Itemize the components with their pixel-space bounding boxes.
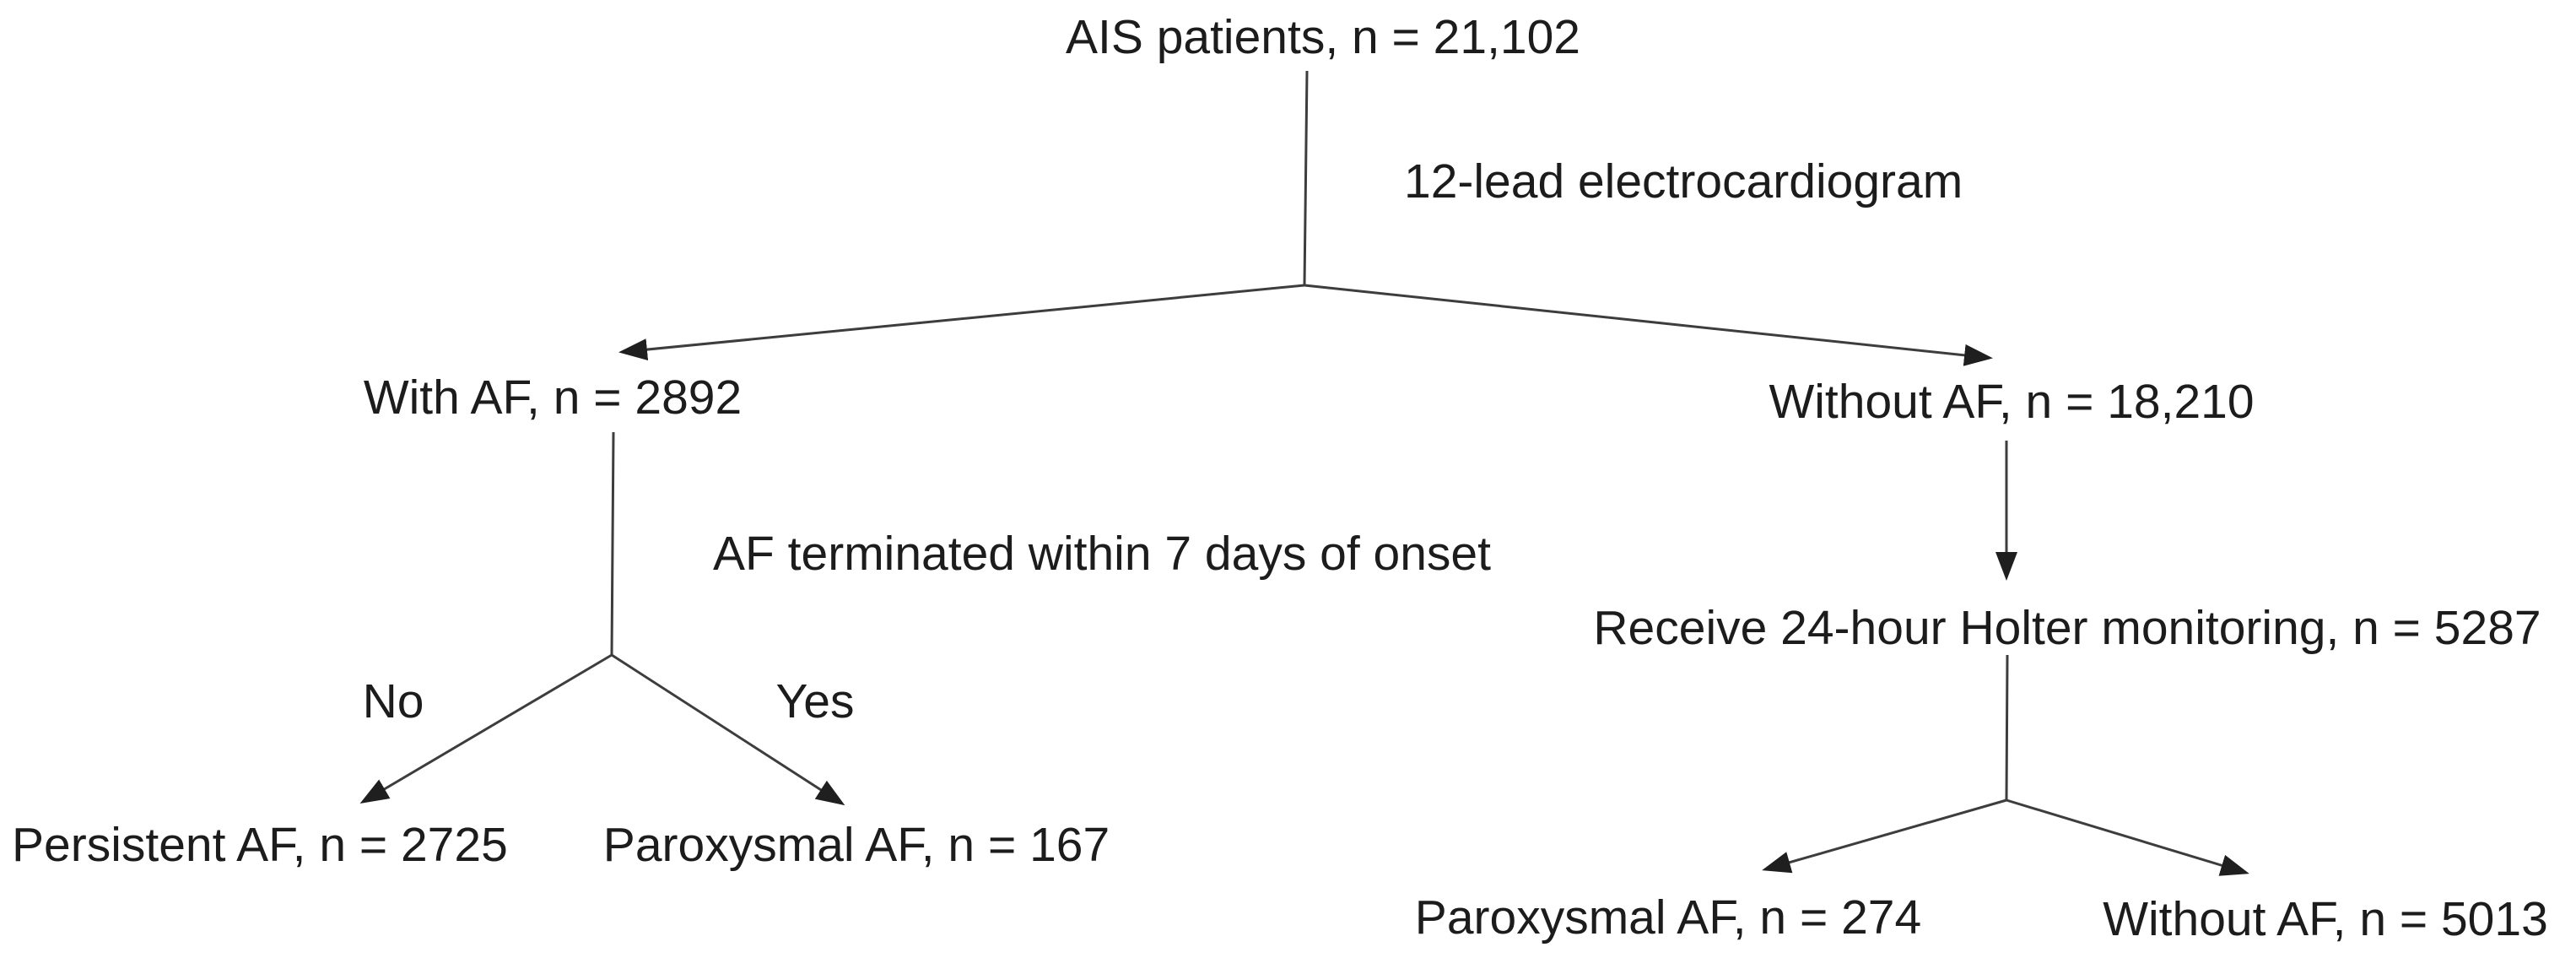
node-without-af: Without AF, n = 18,210 (1769, 374, 2255, 429)
node-paroxysmal-af-ecg: Paroxysmal AF, n = 167 (602, 817, 1110, 872)
edge-root-stem (1303, 70, 1309, 286)
node-with-af: With AF, n = 2892 (363, 370, 743, 425)
edge-holter-to-paroxysmal (1762, 798, 2007, 874)
edge-holter-stem (2005, 654, 2009, 801)
label-branch-yes: Yes (775, 674, 855, 728)
node-holter: Receive 24-hour Holter monitoring, n = 5… (1593, 600, 2541, 655)
node-paroxysmal-af-holter: Paroxysmal AF, n = 274 (1414, 890, 1922, 944)
edge-with-af-stem (610, 431, 615, 656)
label-branch-no: No (362, 674, 424, 728)
node-root: AIS patients, n = 21,102 (1065, 9, 1581, 64)
edge-root-to-without-af (1304, 284, 1993, 366)
annotation-ecg: 12-lead electrocardiogram (1404, 154, 1963, 208)
edge-with-af-to-paroxysmal (611, 653, 845, 806)
annotation-af-terminated: AF terminated within 7 days of onset (713, 526, 1491, 581)
node-without-af-holter: Without AF, n = 5013 (2103, 891, 2548, 946)
edge-root-to-with-af (618, 284, 1305, 361)
edge-with-af-to-persistent (359, 653, 613, 804)
node-persistent-af: Persistent AF, n = 2725 (12, 817, 508, 872)
edge-holter-to-without-af (2006, 798, 2249, 876)
